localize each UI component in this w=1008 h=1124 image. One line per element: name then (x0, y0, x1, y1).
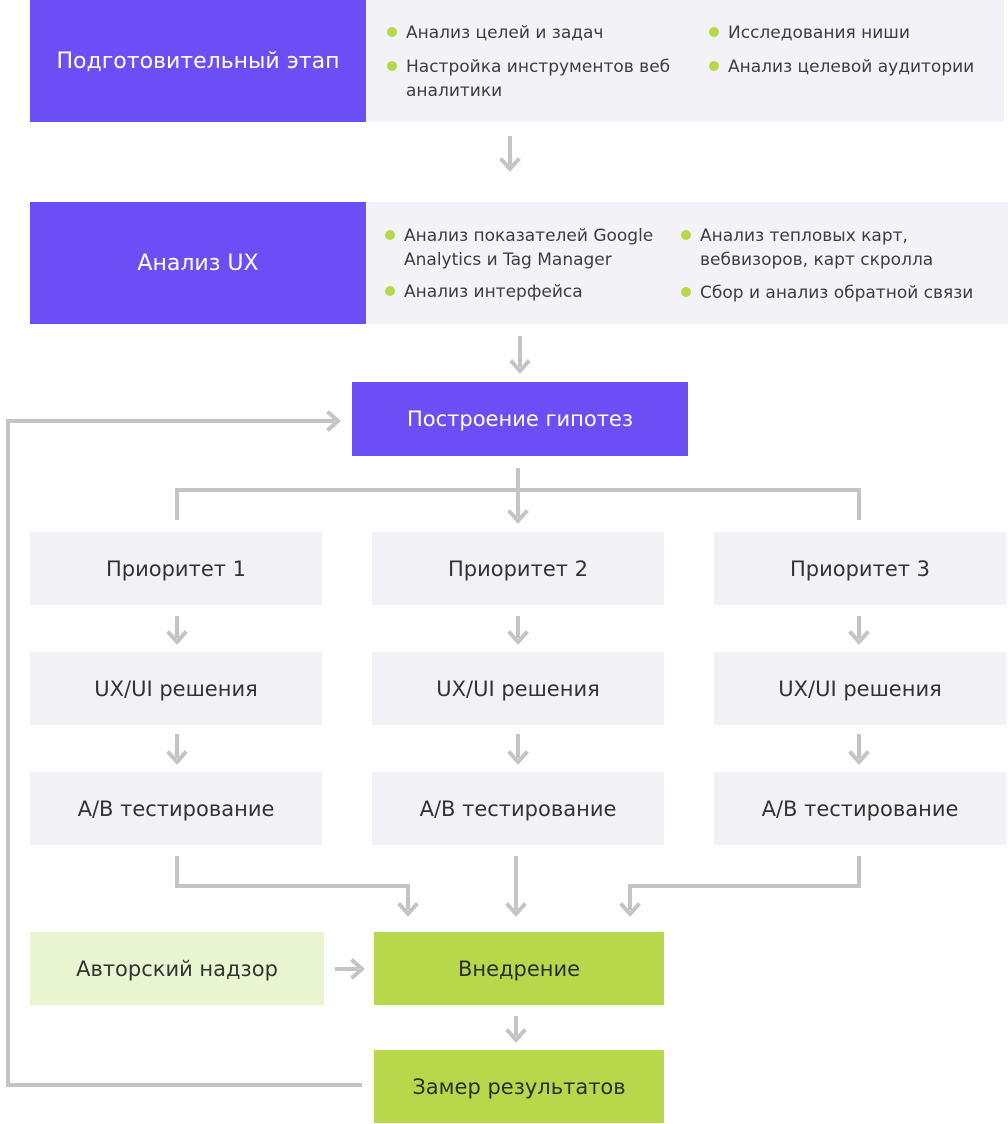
priority-2-solution: UX/UI решения (436, 676, 600, 701)
priority-2-solution-box: UX/UI решения (372, 652, 664, 725)
priority-3-test-box: A/B тестирование (714, 772, 1006, 845)
list-item: Анализ интерфейса (384, 280, 674, 304)
stage-preparation: Подготовительный этап (30, 0, 366, 122)
priority-1-box: Приоритет 1 (30, 532, 322, 605)
priority-3-solution: UX/UI решения (778, 676, 942, 701)
stage-ux-analysis: Анализ UX (30, 202, 366, 324)
stage-ux-analysis-details: Анализ показателей Google Analytics и Ta… (366, 202, 1008, 324)
priority-2-test: A/B тестирование (419, 796, 617, 821)
branch-line (175, 488, 861, 520)
stage-preparation-title: Подготовительный этап (56, 48, 340, 74)
priority-2-box: Приоритет 2 (372, 532, 664, 605)
priority-1-title: Приоритет 1 (105, 556, 247, 581)
priority-3-title: Приоритет 3 (789, 556, 931, 581)
priority-2-test-box: A/B тестирование (372, 772, 664, 845)
priority-3-box: Приоритет 3 (714, 532, 1006, 605)
implementation-title: Внедрение (457, 956, 581, 981)
stage-preparation-details: Анализ целей и задач Исследования ниши Н… (366, 0, 1004, 122)
list-item: Анализ показателей Google Analytics и Ta… (384, 224, 674, 272)
measurement-box: Замер результатов (374, 1050, 664, 1123)
merge-left (175, 856, 410, 910)
list-item: Анализ целевой аудитории (708, 55, 998, 79)
priority-1-test-box: A/B тестирование (30, 772, 322, 845)
implementation-box: Внедрение (374, 932, 664, 1005)
supervision-title: Авторский надзор (76, 956, 278, 981)
priority-2-title: Приоритет 2 (447, 556, 589, 581)
priority-3-solution-box: UX/UI решения (714, 652, 1006, 725)
list-item: Исследования ниши (708, 21, 998, 45)
list-item: Сбор и анализ обратной связи (680, 281, 1006, 305)
measurement-title: Замер результатов (412, 1074, 626, 1099)
merge-right (628, 856, 861, 910)
supervision-box: Авторский надзор (30, 932, 324, 1005)
list-item: Анализ тепловых карт, вебвизоров, карт с… (680, 224, 1006, 272)
priority-1-solution: UX/UI решения (94, 676, 258, 701)
hypotheses-title: Построение гипотез (406, 407, 634, 431)
priority-3-test: A/B тестирование (761, 796, 959, 821)
priority-1-test: A/B тестирование (77, 796, 275, 821)
list-item: Настройка инструментов веб аналитики (386, 55, 696, 103)
priority-1-solution-box: UX/UI решения (30, 652, 322, 725)
stage-ux-analysis-title: Анализ UX (137, 250, 259, 276)
hypotheses-box: Построение гипотез (352, 382, 688, 456)
list-item: Анализ целей и задач (386, 21, 686, 45)
feedback-loop (6, 419, 362, 1087)
